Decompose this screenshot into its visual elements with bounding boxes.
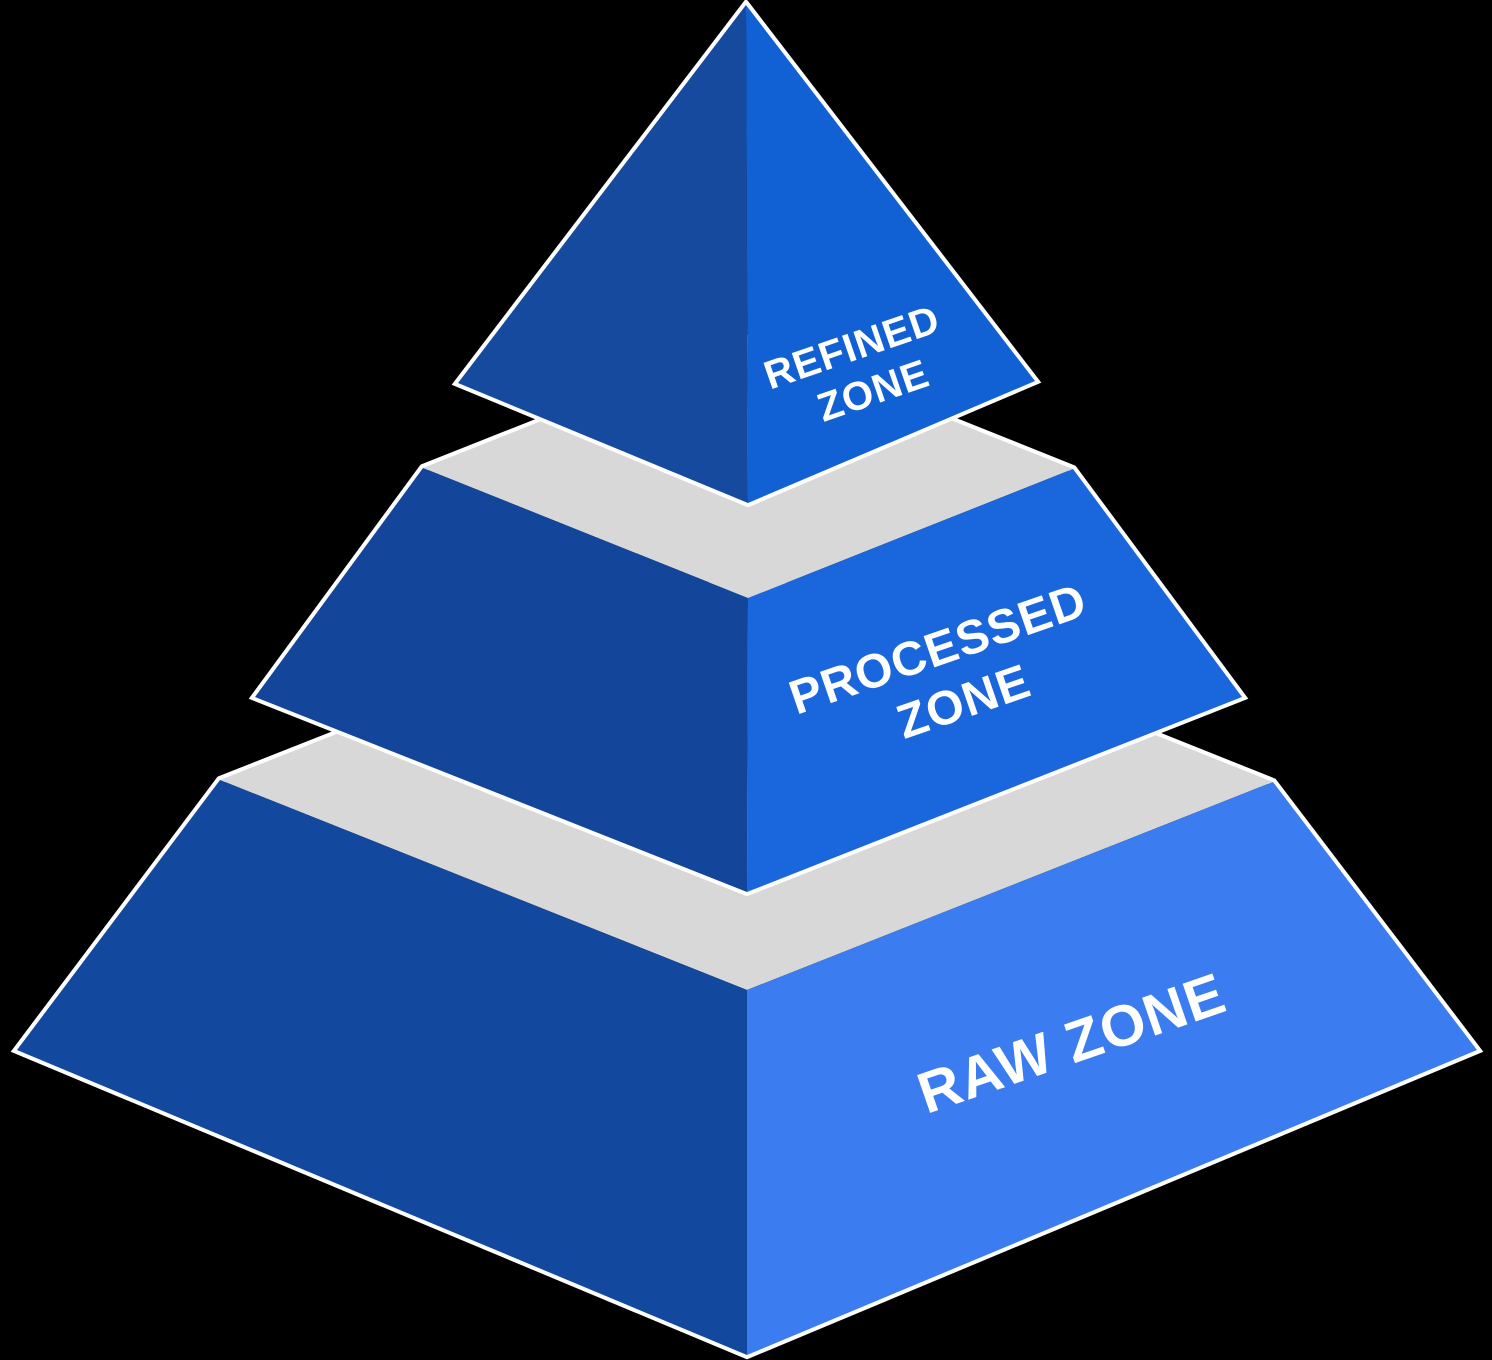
tier-refined-zone: REFINED ZONE [451, 0, 1042, 508]
processed-zone-right-face [747, 469, 1242, 892]
raw-zone-left-face [17, 780, 747, 1355]
raw-zone-right-face [747, 782, 1477, 1355]
refined-zone-right-face [746, 5, 1035, 503]
processed-zone-left-face [255, 468, 748, 892]
refined-zone-left-face [458, 5, 748, 503]
